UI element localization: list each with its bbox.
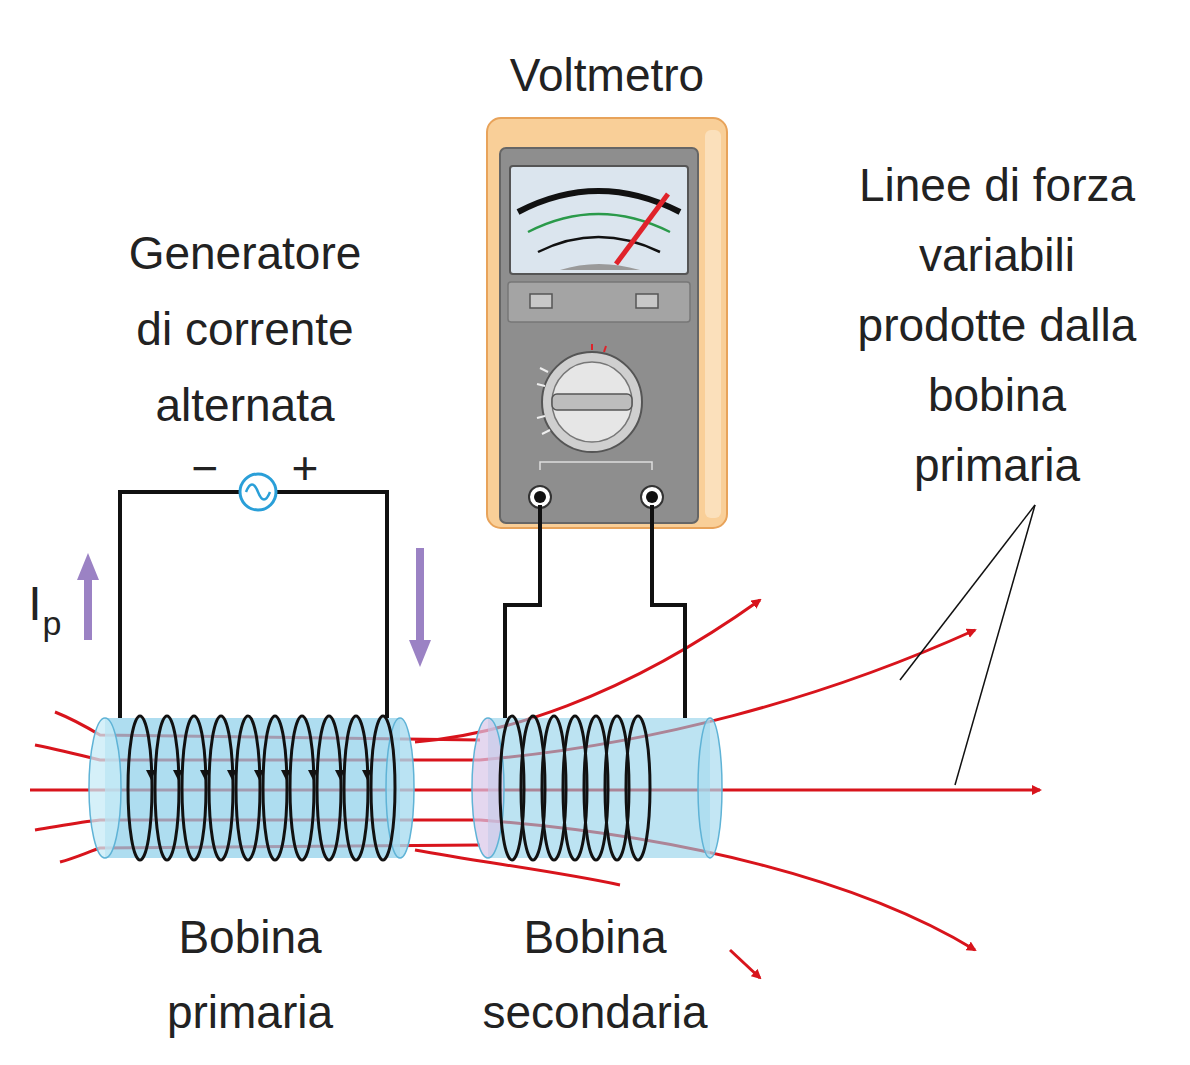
- voltmeter: [487, 118, 727, 528]
- coil-label: Bobina secondaria: [465, 900, 725, 1050]
- leader-lines: [900, 505, 1035, 785]
- current-arrows: [77, 548, 431, 667]
- secondary-coil: [472, 716, 722, 860]
- polarity-sign: +: [288, 440, 322, 496]
- generator-label: Generatore di corrente alternata: [115, 215, 375, 443]
- polarity-sign: −: [190, 440, 220, 496]
- field-lines-label: Linee di forza variabili prodotte dalla …: [852, 150, 1142, 500]
- current-subscript: p: [40, 603, 64, 643]
- instrument-label: Voltmetro: [407, 40, 807, 110]
- primary-coil: [89, 716, 414, 860]
- primary-circuit: [120, 474, 387, 718]
- coil-label: Bobina primaria: [120, 900, 380, 1050]
- secondary-circuit: [505, 505, 685, 718]
